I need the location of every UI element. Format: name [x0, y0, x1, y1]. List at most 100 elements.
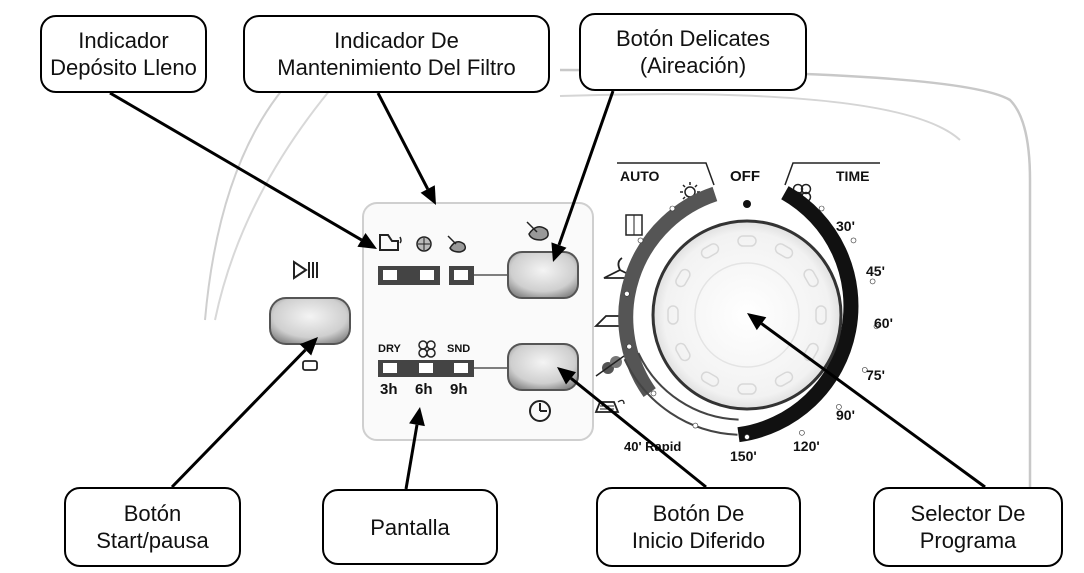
panel-curve-top: [559, 93, 961, 141]
led-6h: [419, 363, 433, 373]
knob-notch: [737, 235, 757, 247]
leader-delay: [557, 367, 707, 489]
knob-notch: [774, 243, 794, 259]
dial-tick: [669, 205, 676, 212]
fan-icon: [418, 340, 436, 358]
filter-icon: [416, 236, 432, 252]
knob-notch: [774, 371, 794, 387]
callout-display-line1: Pantalla: [370, 514, 450, 540]
knob-notch: [675, 268, 691, 288]
delicates-button[interactable]: [507, 251, 579, 299]
auto-bracket: [617, 162, 715, 186]
tank-icon: [379, 234, 402, 251]
panel-curve-inner2: [214, 89, 331, 321]
callout-filter-line2: Mantenimiento Del Filtro: [277, 55, 516, 80]
dial-tick: [873, 323, 880, 330]
callout-tank-full-line2: Depósito Lleno: [50, 55, 197, 80]
leader-start: [170, 337, 318, 489]
led-icon: [302, 360, 318, 371]
callout-start-line1: Botón: [123, 501, 182, 526]
led-2: [420, 270, 434, 280]
knob-notch: [700, 243, 720, 259]
callout-selector-line2: Programa: [919, 528, 1017, 553]
label-off: OFF: [730, 168, 760, 185]
knob-notch: [803, 268, 819, 288]
delicates-icon: [447, 235, 467, 253]
dial-tick: [869, 278, 876, 285]
knob-notch: [815, 305, 827, 325]
start-pause-button[interactable]: [269, 297, 351, 345]
dial-tick: [626, 343, 633, 350]
dial-tick: [836, 404, 842, 410]
dial-tick: [624, 290, 630, 297]
label-dry: DRY: [378, 343, 401, 355]
off-dot: [743, 200, 751, 208]
leader-lines: [109, 90, 986, 490]
dial-ring-time: [737, 186, 859, 443]
led-1: [383, 270, 397, 280]
leader-selector: [747, 313, 986, 489]
callout-delay-line2: Inicio Diferido: [631, 528, 766, 553]
display-panel: [362, 202, 594, 441]
callout-selector-line1: Selector De: [910, 501, 1026, 526]
dial-ring-auto: [618, 186, 718, 397]
label-9h: 9h: [450, 381, 468, 398]
label-45: 45': [866, 263, 885, 279]
dial-tick: [650, 390, 657, 397]
callout-display: Pantalla: [322, 489, 498, 565]
callout-start-line2: Start/pausa: [96, 528, 209, 553]
led-9h: [454, 363, 468, 373]
label-90: 90': [836, 407, 855, 423]
dial-tick: [850, 237, 857, 244]
label-120: 120': [793, 438, 820, 454]
label-time: TIME: [836, 168, 869, 184]
callout-filter-line1: Indicador De: [334, 28, 459, 53]
led-3h: [383, 363, 397, 373]
knob-notch: [803, 342, 819, 362]
label-6h: 6h: [415, 381, 433, 398]
delay-start-button[interactable]: [507, 343, 579, 391]
leader-delicates: [551, 90, 615, 262]
wool-icon: [595, 355, 625, 377]
leader-display: [404, 407, 425, 490]
label-75: 75': [866, 367, 885, 383]
program-selector-knob[interactable]: [651, 219, 843, 411]
play-pause-icon: [293, 260, 318, 280]
callout-delicates-line2: (Aireación): [639, 53, 747, 78]
label-auto: AUTO: [620, 168, 660, 184]
dial-tick: [799, 429, 805, 436]
label-60: 60': [874, 315, 893, 331]
leader-filter: [376, 92, 436, 205]
led-3: [454, 270, 468, 280]
label-snd: SND: [447, 343, 470, 355]
dial-ring-rapid-outer: [623, 358, 738, 436]
dial-tick: [861, 367, 868, 373]
dial-tick: [818, 205, 825, 212]
time-bracket: [784, 162, 880, 186]
knob-notch: [675, 342, 691, 362]
label-150: 150': [730, 448, 757, 464]
cupboard-icon: [625, 214, 643, 236]
callout-delicates: Botón Delicates(Aireación): [579, 13, 807, 91]
clock-icon: [529, 400, 551, 422]
knob-notch: [700, 371, 720, 387]
label-rapid: 40' Rapid: [624, 439, 681, 454]
label-30: 30': [836, 218, 855, 234]
knob-notch: [737, 383, 757, 395]
dial-tick: [744, 434, 750, 440]
label-3h: 3h: [380, 381, 398, 398]
callout-delay-line1: Botón De: [652, 501, 745, 526]
dial-tick: [637, 237, 644, 244]
callout-delicates-line1: Botón Delicates: [615, 26, 771, 51]
dial-ticks: [624, 205, 880, 440]
dial-ring-rapid-inner: [637, 352, 739, 421]
delicates-icon-button: [526, 221, 549, 241]
leader-tank-full: [109, 91, 377, 249]
